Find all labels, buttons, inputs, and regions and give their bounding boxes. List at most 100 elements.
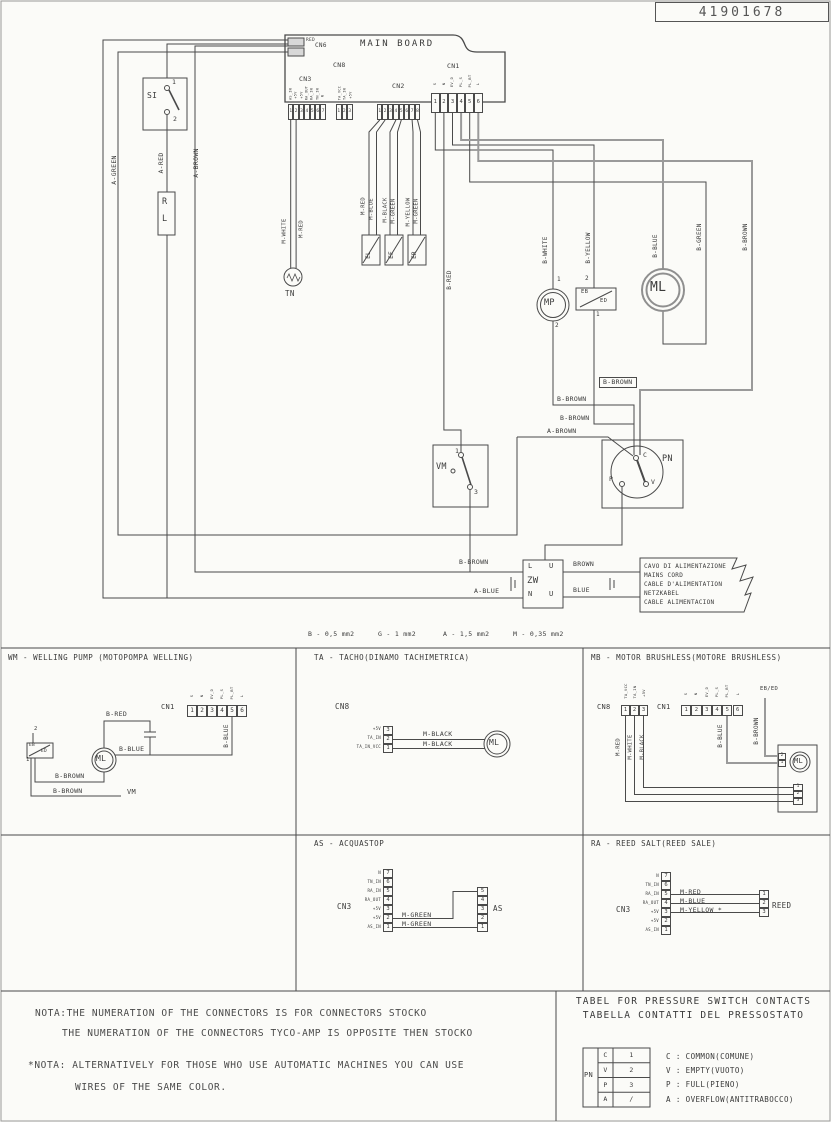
cn2-main-pin-1: 1	[377, 104, 383, 120]
ra-reed-label: REED	[772, 901, 792, 910]
wm-ebed-eb: EB	[29, 743, 36, 748]
mp-pump	[536, 288, 570, 322]
zw-terminal-u1: U	[549, 562, 554, 570]
note-line-1: NOTA:THE NUMERATION OF THE CONNECTORS IS…	[35, 1008, 427, 1019]
mb-motor-side-pin-1: 1	[778, 760, 786, 767]
cn3-label: CN3	[299, 75, 312, 83]
mb-cn1-pin-label-4: PL_S	[714, 686, 720, 698]
as-cn3-pin-7: 7	[383, 869, 393, 878]
ta-cn8-pin-1: 1	[383, 744, 393, 753]
pressure-row-value-1: 1	[629, 1051, 634, 1059]
cn2-main-pin-8: 8	[414, 104, 421, 120]
wm-wire-b-brown-1: B-BROWN	[55, 772, 85, 780]
ebed-ed: ED	[600, 298, 608, 304]
rl-letter-r: R	[162, 197, 168, 207]
note-line-3: *NOTA: ALTERNATIVELY FOR THOSE WHO USE A…	[28, 1060, 465, 1071]
mp-pin-2: 2	[555, 322, 559, 329]
pressure-row-value-4: /	[629, 1095, 634, 1104]
wm-cn1-pin-4: 4	[217, 705, 227, 717]
ta-ml-label: ML	[489, 738, 500, 747]
wire-b-green: B-GREEN	[696, 223, 703, 251]
cn1-main-pin-4: 4	[456, 93, 466, 113]
ra-pin-label-6: TN_IN	[645, 882, 659, 887]
as-cn3-pin-2: 2	[383, 914, 393, 923]
mb-motor-bottom-pin-2: 2	[793, 791, 803, 798]
wire-brown: BROWN	[573, 560, 595, 568]
wire-m-red-tn: M-RED	[298, 219, 305, 239]
mb-cn8-pin-label-3: +5V	[641, 689, 647, 697]
cn3-main-pin-2: 2	[293, 104, 299, 120]
as-cn3-pin-1: 1	[383, 923, 393, 932]
mb-wire-m-black: M-BLACK	[639, 734, 646, 760]
as-cn3-pin-3: 3	[383, 905, 393, 914]
mb-cn1-pin-label-6: L	[735, 692, 741, 696]
mb-cn1-pin-label-2: N	[693, 692, 699, 696]
si-pin-2: 2	[173, 115, 178, 123]
as-pin-label-3: +5V	[372, 906, 381, 911]
mb-motor-side-pin-2: 2	[778, 753, 786, 760]
cn6-red-label: RED	[306, 38, 316, 43]
cn8-pin-label-2: TA_IN	[342, 87, 347, 101]
as-conn-pin-3: 3	[477, 905, 488, 914]
mp-label: MP	[544, 298, 555, 308]
mb-cn1-pin-label-1: S	[683, 692, 689, 696]
mains-cord-line-4: NETZKABEL	[644, 590, 680, 597]
mb-cn1-label: CN1	[657, 703, 671, 711]
ta-panel-lines	[393, 730, 511, 758]
mb-wire-m-white: M-WHITE	[627, 734, 634, 760]
wm-cn1-pin-label-6: L	[239, 694, 245, 698]
mb-wire-b-blue: B-BLUE	[717, 724, 724, 748]
main-board-title: MAIN BOARD	[360, 39, 435, 49]
wire-b-yellow: B-YELLOW	[585, 232, 592, 264]
vm-pin-3: 3	[474, 488, 479, 496]
pn-contact-v: V	[651, 478, 656, 486]
ra-cn3-pin-6: 6	[661, 881, 671, 890]
cn3-pin-label-7: N	[320, 94, 325, 98]
pressure-row-letter-1: C	[603, 1051, 608, 1059]
as-conn-pin-2: 2	[477, 914, 488, 923]
cn1-pin-label-2: N	[441, 82, 447, 86]
ra-wire-m-yellow: M-YELLOW *	[680, 906, 723, 914]
cn8-main-pin-1: 1	[336, 104, 342, 120]
wire-b-brown-right: B-BROWN	[742, 223, 749, 251]
mb-ebed-ref: EB/ED	[760, 686, 779, 692]
ta-wire-m-black-2: M-BLACK	[423, 740, 453, 748]
pressure-row-letter-4: A	[603, 1095, 608, 1104]
ra-pin-label-1: AS_IN	[645, 927, 659, 932]
mb-cn1-pin-1: 1	[681, 705, 692, 716]
ra-pin-label-2: +5V	[650, 918, 659, 923]
wm-wire-b-brown-2: B-BROWN	[53, 787, 83, 795]
ebed-eb: EB	[581, 289, 589, 295]
mb-cn8-pin-label-1: TA_VCC	[623, 683, 629, 699]
cn1-main-pin-2: 2	[439, 93, 449, 113]
ta-pin-label-1: TA_IN_VCC	[356, 744, 381, 749]
cn1-pin-label-5: PL_BT	[467, 74, 473, 88]
pn-contact-p: P	[609, 475, 614, 483]
pressure-row-letter-2: V	[603, 1065, 608, 1074]
cn2-main-pin-3: 3	[387, 104, 394, 120]
mb-wire-b-brown: B-BROWN	[753, 717, 760, 745]
pn-contact-c: C	[643, 451, 648, 459]
ra-wire-m-red: M-RED	[680, 888, 702, 896]
mb-cn1-pin-6: 6	[732, 705, 743, 716]
panel-ra-title: RA - REED SALT(REED SALE)	[591, 839, 717, 848]
ra-cn3-pin-2: 2	[661, 917, 671, 926]
mb-cn8-pin-3: 3	[639, 705, 648, 716]
cn1-main-pin-6: 6	[474, 93, 483, 113]
wire-m-white: M-WHITE	[281, 218, 288, 244]
as-conn-label: AS	[493, 904, 503, 913]
ra-cn3-pin-5: 5	[661, 890, 671, 899]
mb-cn1-pin-2: 2	[691, 705, 702, 716]
wire-b-brown-boxed: B-BROWN	[599, 377, 637, 388]
wire-b-red: B-RED	[446, 270, 453, 290]
pressure-table-grid	[582, 1047, 651, 1108]
ebed-element	[575, 287, 617, 311]
valve-ef: EF	[388, 251, 395, 259]
ra-cn3-pin-7: 7	[661, 872, 671, 881]
cn3-pin-label-6: TN_IN	[315, 87, 320, 101]
cn3-main-pin-4: 4	[304, 104, 310, 120]
wire-m-red: M-RED	[360, 196, 367, 216]
wm-wire-b-red: B-RED	[106, 710, 128, 718]
